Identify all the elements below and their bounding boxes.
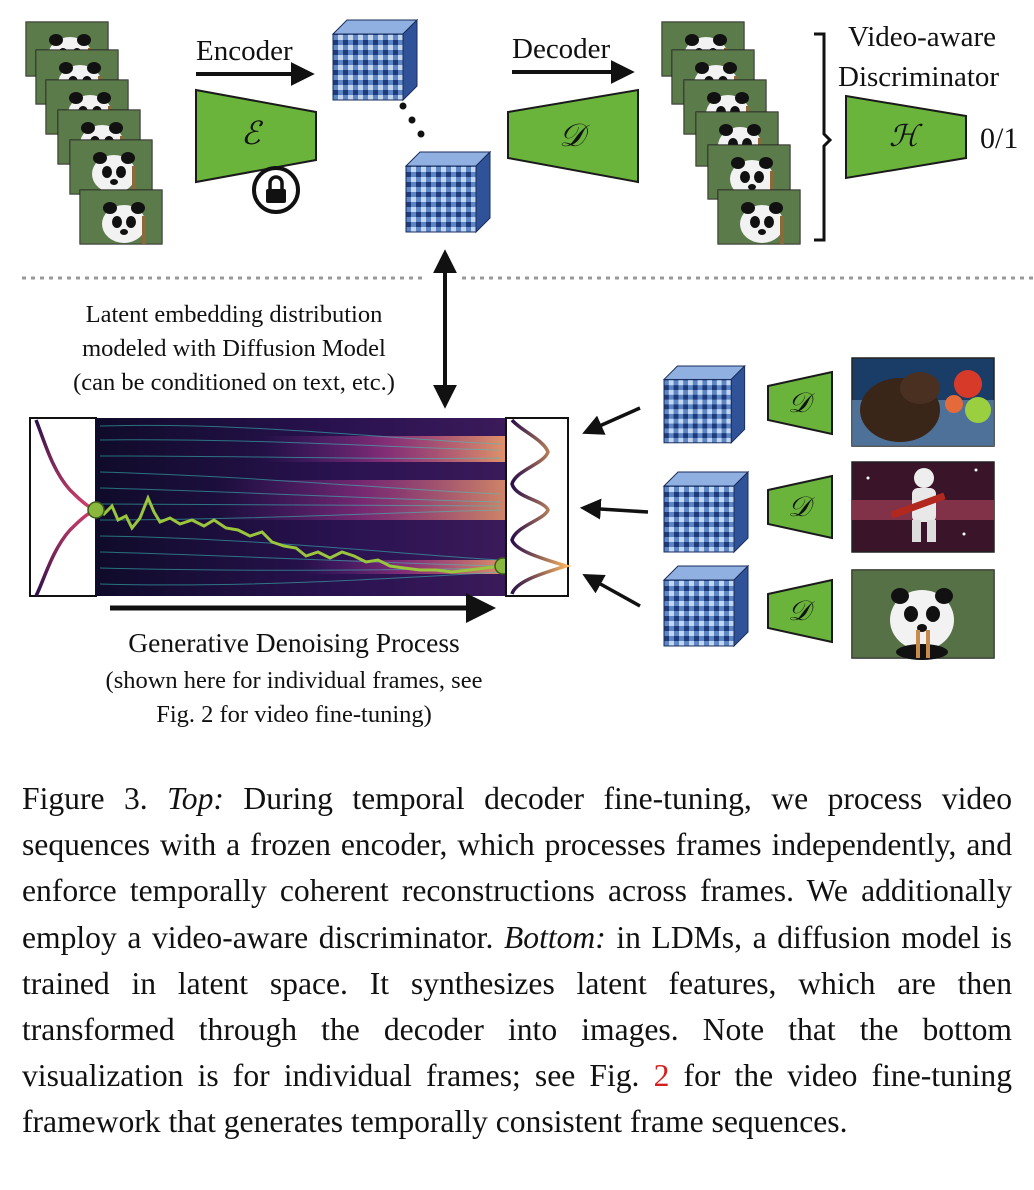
process-note-line2: Fig. 2 for video fine-tuning) xyxy=(156,701,432,728)
bear-balloons-image xyxy=(851,357,995,447)
discriminator-output: 0/1 xyxy=(980,122,1018,155)
sample-row-3: 𝒟 xyxy=(582,565,995,660)
data-distribution-box xyxy=(505,417,572,597)
caption-label: Figure 3. xyxy=(22,781,148,816)
discriminator-label-line1: Video-aware xyxy=(848,21,996,53)
figure-reference-link[interactable]: 2 xyxy=(653,1058,670,1094)
decoder-block: 𝒟 xyxy=(507,88,639,184)
ellipsis-dots xyxy=(399,102,425,138)
lock-icon xyxy=(252,166,300,214)
input-frame-stack xyxy=(25,21,163,245)
discriminator-block: ℋ xyxy=(845,94,967,180)
caption-top-heading: Top: xyxy=(167,781,224,816)
denoising-trajectory xyxy=(95,494,503,574)
encoder-block: ℰ xyxy=(195,88,317,184)
denoising-flow-field xyxy=(87,418,512,596)
astronaut-guitar-image xyxy=(851,461,995,553)
discriminator-symbol: ℋ xyxy=(889,120,923,153)
caption-bottom-text-b: for the video fine-tuning framework that… xyxy=(22,1058,1012,1140)
latent-note-line3: (can be conditioned on text, etc.) xyxy=(73,369,395,396)
caption-bottom-text-a: in LDMs, a diffusion model is trained in… xyxy=(22,919,1012,1094)
trimodal-curve xyxy=(510,418,572,595)
sample-row-2: 𝒟 xyxy=(579,461,995,553)
process-note-line1: (shown here for individual frames, see xyxy=(106,667,483,694)
output-frame-stack xyxy=(661,21,801,245)
figure-3: Encoder ℰ Decoder 𝒟 Video-aware Discrim xyxy=(22,19,1034,728)
encoder-symbol: ℰ xyxy=(241,115,264,151)
process-title: Generative Denoising Process xyxy=(128,627,459,658)
caption-bottom-heading: Bottom: xyxy=(503,919,606,955)
decoder-label: Decoder xyxy=(512,33,611,65)
discriminator-bracket xyxy=(814,32,833,242)
caption-top-text: During temporal decoder fine-tuning, we … xyxy=(22,781,1012,955)
latent-note-line2: modeled with Diffusion Model xyxy=(82,335,386,362)
panda-bamboo-image xyxy=(851,569,995,660)
prior-distribution-box xyxy=(29,417,102,597)
discriminator-label-line2: Discriminator xyxy=(838,61,999,93)
sample-row-1: 𝒟 xyxy=(582,357,995,447)
encoder-label: Encoder xyxy=(196,35,293,67)
latent-cube-bottom xyxy=(405,151,491,233)
latent-note-line1: Latent embedding distribution xyxy=(86,301,383,328)
latent-cube-top xyxy=(332,19,418,101)
figure-caption: Figure 3. Top: During temporal decoder f… xyxy=(22,776,1012,1146)
